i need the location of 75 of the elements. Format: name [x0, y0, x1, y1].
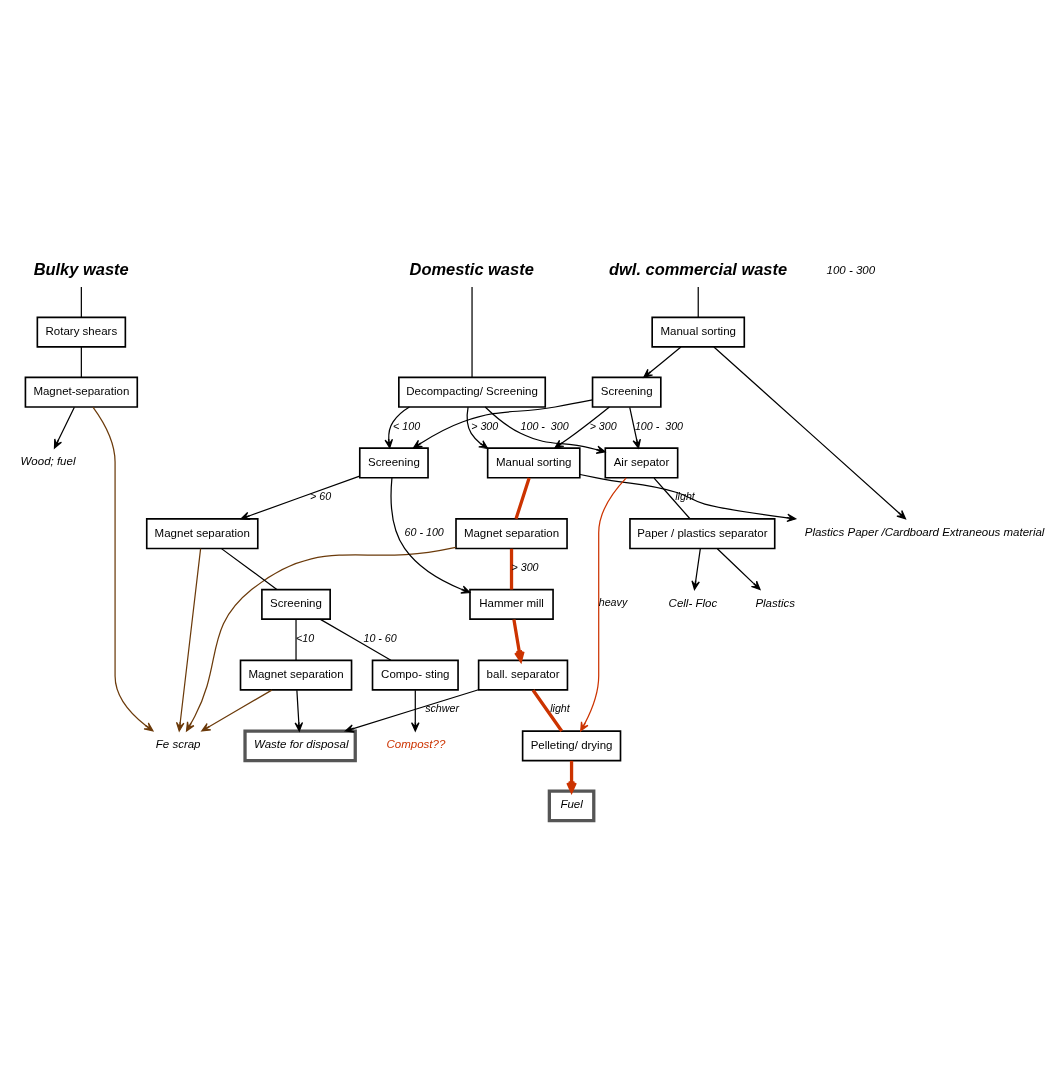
arrow: [185, 546, 457, 731]
connector: [220, 547, 278, 590]
arrow: [566, 760, 577, 793]
node-box: Manual sorting: [651, 316, 746, 348]
node-text: Cell- Floc: [668, 596, 718, 609]
connector: [531, 688, 564, 732]
arrow: [716, 547, 761, 590]
node-box: Magnet separation: [455, 517, 568, 549]
connector: [80, 285, 82, 318]
connector: [653, 476, 691, 519]
connector: [80, 346, 82, 378]
arrow: [554, 406, 611, 449]
node-text: Plastics: [755, 596, 796, 609]
arrow: [390, 476, 471, 594]
arrow: [92, 406, 154, 731]
node-text: Wood; fuel: [20, 454, 76, 467]
node-box: Screening: [591, 376, 662, 408]
node-box: Rotary shears: [36, 316, 127, 348]
node-box: Magnet separation: [239, 659, 353, 691]
node-box: Air sepator: [604, 446, 679, 479]
connector: [471, 285, 473, 378]
node-box: Hammer mill: [469, 588, 554, 620]
connector: [509, 548, 514, 589]
arrow: [579, 473, 797, 522]
node-box: Magnet separation: [145, 517, 259, 549]
node-text: Bulky waste: [33, 259, 129, 278]
arrow: [466, 406, 489, 449]
arrow: [580, 476, 627, 731]
node-text: Plastics Paper /Cardboard Extraneous material: [804, 525, 1045, 538]
arrow: [484, 405, 606, 454]
arrow: [344, 688, 480, 733]
edge-label: light: [550, 701, 570, 714]
node-box: Waste for disposal: [243, 728, 357, 762]
arrow: [713, 345, 907, 519]
arrow: [629, 406, 641, 449]
edge-label: 100 - 300: [520, 419, 569, 432]
node-box: Screening: [358, 446, 429, 479]
node-box: Paper / plastics separator: [629, 517, 776, 549]
arrow: [53, 406, 75, 449]
connector: [697, 285, 699, 318]
node-box: Magnet-separation: [24, 376, 139, 408]
arrow: [643, 346, 682, 378]
edge-label: < 100: [393, 419, 421, 432]
edge-label: > 300: [589, 419, 617, 432]
edge-label: heavy: [598, 595, 628, 608]
node-text: dwl. commercial waste: [608, 259, 788, 278]
edge-label: schwer: [425, 701, 460, 714]
label: 100 - 300: [826, 263, 876, 276]
node-box: Pelleting/ drying: [521, 729, 622, 761]
node-box: Compo- sting: [371, 659, 459, 691]
edge-label: > 300: [471, 419, 499, 432]
node-text: Fe scrap: [155, 737, 201, 750]
arrow: [240, 474, 361, 520]
edge-label: 10 - 60: [363, 631, 397, 644]
node-box: Decompacting/ Screening: [398, 376, 547, 408]
arrow: [410, 689, 420, 732]
node-box: Manual sorting: [486, 446, 581, 479]
edge-label: 100 - 300: [634, 419, 684, 432]
connector: [514, 477, 531, 519]
connector: [295, 618, 297, 661]
edge-label: 60 - 100: [404, 525, 444, 538]
arrow: [294, 689, 304, 732]
node-box: ball. separator: [477, 659, 569, 691]
node-text: Domestic waste: [409, 259, 534, 278]
node-box: Screening: [261, 588, 331, 620]
arrow: [384, 405, 411, 448]
arrow: [201, 689, 273, 732]
edge-label: > 60: [310, 489, 332, 502]
arrow: [412, 398, 594, 449]
arrow: [691, 547, 701, 590]
node-text: Compost??: [386, 737, 446, 750]
arrow: [512, 618, 525, 662]
node-box: Fuel: [547, 788, 596, 822]
connector: [319, 618, 392, 661]
arrow: [175, 547, 202, 732]
